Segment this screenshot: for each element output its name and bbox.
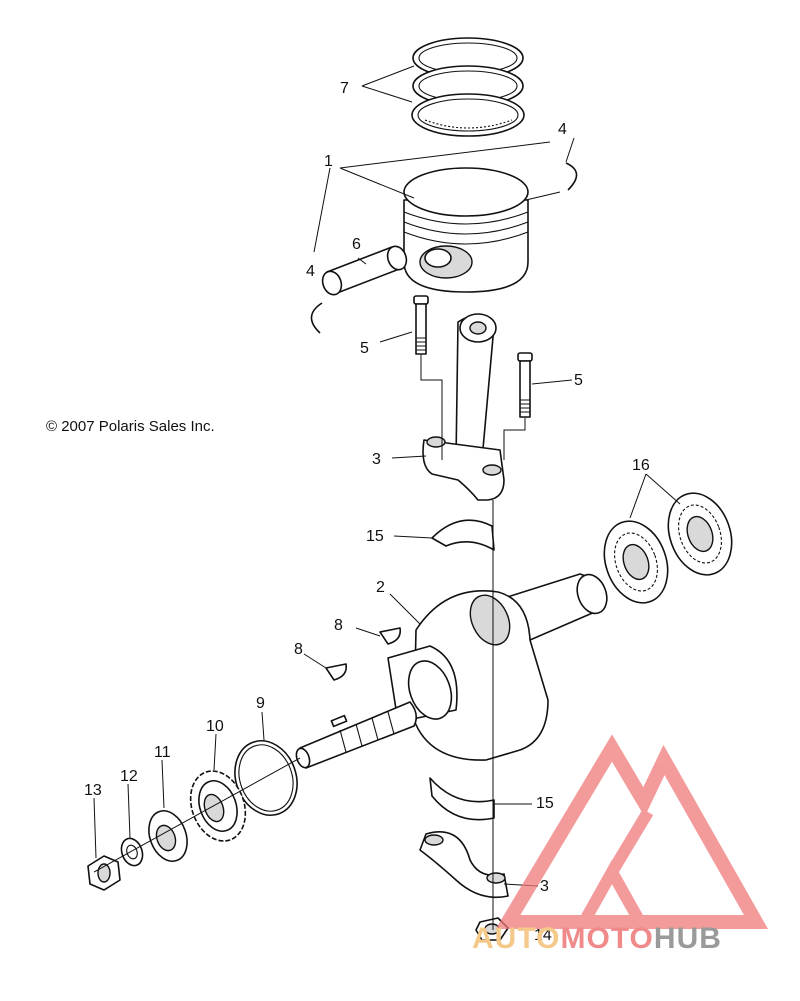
rod-bolts	[413, 295, 533, 418]
sprocket	[189, 770, 247, 842]
callout-4-left: 4	[306, 263, 315, 280]
watermark-logo	[495, 734, 769, 929]
callout-9: 9	[256, 695, 265, 712]
callout-7: 7	[340, 80, 349, 97]
callout-8-upper: 8	[334, 617, 343, 634]
lock-nut	[148, 810, 188, 862]
piston	[403, 167, 529, 293]
ball-bearings	[603, 492, 733, 604]
callout-10: 10	[206, 718, 224, 735]
rod-cap	[419, 831, 509, 899]
callout-16: 16	[632, 457, 650, 474]
leader-lines	[93, 65, 681, 887]
crankshaft	[295, 573, 608, 769]
copyright-text: © 2007 Polaris Sales Inc.	[46, 418, 215, 435]
callout-11: 11	[154, 744, 171, 761]
callout-13: 13	[84, 782, 102, 799]
o-ring	[234, 740, 298, 816]
callout-5-right: 5	[574, 372, 583, 389]
callout-14: 14	[534, 927, 552, 944]
callout-3-lower: 3	[540, 878, 549, 895]
callout-3-upper: 3	[372, 451, 381, 468]
piston-pin	[321, 245, 408, 296]
callout-15-upper: 15	[366, 528, 384, 545]
callout-1: 1	[324, 153, 333, 170]
callout-5-left: 5	[360, 340, 369, 357]
callout-4-top: 4	[558, 121, 567, 138]
callout-labels: 7 4 1 6 4 5 5 3 16 15 2 8 8 9 10 11 12 1…	[84, 80, 650, 944]
callout-12: 12	[120, 768, 138, 785]
callout-8-lower: 8	[294, 641, 303, 658]
watermark-text: AUTOMOTOHUB	[472, 922, 722, 955]
bearing-shells	[429, 519, 495, 821]
callout-15-lower: 15	[536, 795, 554, 812]
end-nut	[87, 855, 121, 891]
connecting-rod	[422, 313, 505, 501]
circlips	[310, 162, 578, 334]
alignment-lines	[93, 355, 526, 930]
piston-rings	[411, 37, 525, 137]
woodruff-keys	[325, 627, 402, 681]
washer	[120, 837, 144, 867]
callout-2: 2	[376, 579, 385, 596]
callout-6: 6	[352, 236, 361, 253]
